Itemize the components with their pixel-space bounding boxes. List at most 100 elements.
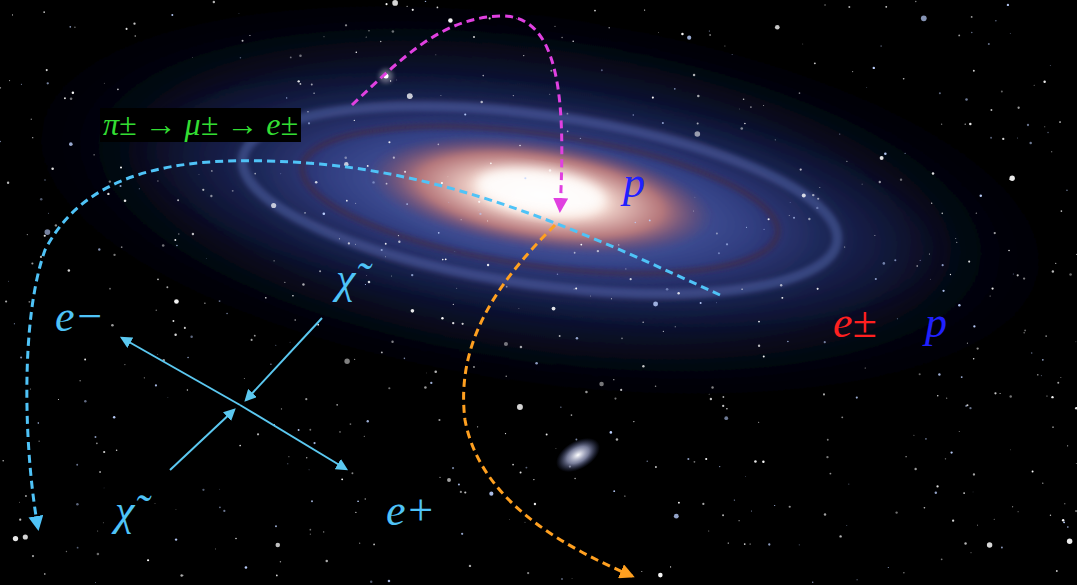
star (534, 503, 536, 505)
galaxy-disk (0, 0, 1077, 489)
escape-path (464, 225, 632, 576)
star (366, 275, 368, 277)
star (270, 363, 272, 365)
star (597, 250, 599, 252)
star (518, 308, 520, 310)
star (697, 122, 699, 124)
star (517, 404, 523, 410)
star (367, 420, 369, 422)
star (79, 380, 81, 382)
star (716, 232, 718, 234)
star (789, 202, 791, 204)
star (505, 375, 506, 376)
star (666, 288, 669, 291)
star (1060, 377, 1062, 379)
star (19, 501, 21, 503)
star (14, 323, 15, 324)
star (687, 458, 689, 460)
star (524, 177, 526, 179)
star (292, 295, 294, 297)
star (445, 258, 447, 260)
star (824, 341, 826, 343)
star (294, 319, 295, 320)
star (585, 391, 588, 394)
star (734, 499, 735, 500)
star (987, 542, 992, 547)
star (763, 356, 765, 358)
star (670, 566, 671, 567)
star (897, 318, 898, 319)
star (240, 57, 242, 59)
star (398, 235, 399, 236)
star (884, 152, 887, 155)
star (178, 233, 179, 234)
star (905, 456, 906, 457)
star (1024, 329, 1026, 331)
star (763, 229, 764, 230)
star (439, 477, 440, 478)
star (708, 393, 710, 395)
star (758, 321, 760, 323)
star (1012, 506, 1013, 507)
star (509, 518, 511, 520)
star (1049, 65, 1051, 67)
star (505, 204, 507, 206)
star (388, 387, 390, 389)
star (722, 405, 724, 407)
star (32, 555, 34, 557)
star (357, 500, 359, 502)
star (1042, 482, 1043, 483)
star (1037, 374, 1039, 376)
star (1062, 519, 1064, 521)
star (487, 220, 488, 221)
star (1031, 352, 1033, 354)
star (103, 451, 105, 453)
star (95, 581, 97, 583)
star (77, 547, 79, 549)
star (271, 203, 276, 208)
star (611, 298, 612, 299)
star (1057, 382, 1059, 384)
star (290, 57, 292, 59)
star (990, 137, 992, 139)
star (567, 113, 569, 115)
star (435, 54, 436, 55)
star (817, 198, 819, 200)
star (437, 7, 439, 9)
star (319, 270, 321, 272)
star (411, 274, 413, 276)
star (1063, 521, 1065, 523)
star (44, 179, 46, 181)
star (359, 543, 360, 544)
star (620, 389, 622, 391)
star (655, 385, 656, 386)
star (190, 335, 193, 338)
star (744, 543, 746, 545)
star (976, 347, 978, 349)
star (338, 238, 340, 240)
star (309, 429, 311, 431)
star (942, 264, 944, 266)
star (223, 510, 225, 512)
star (1002, 138, 1004, 140)
star (426, 372, 428, 374)
star (1034, 85, 1035, 86)
star (915, 1, 916, 2)
star (630, 278, 632, 280)
star (1051, 396, 1053, 398)
lepton-label: e± (830, 300, 880, 346)
star (392, 30, 395, 33)
star (894, 259, 896, 261)
star (722, 396, 724, 398)
star (184, 327, 186, 329)
star (993, 518, 995, 520)
star (9, 80, 10, 81)
star (816, 207, 818, 209)
star (865, 367, 866, 368)
star (655, 466, 657, 468)
star (162, 244, 165, 247)
star (94, 436, 96, 438)
star (453, 304, 454, 305)
star (66, 551, 67, 552)
star (367, 165, 369, 167)
